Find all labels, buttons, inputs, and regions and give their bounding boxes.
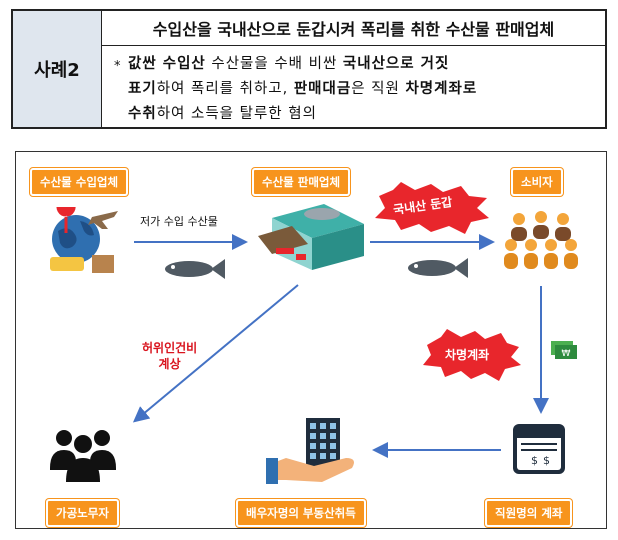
description-line: 값싼 수입산 수산물을 수배 비싼 국내산으로 거짓 xyxy=(128,52,595,77)
description-emphasis: 차명계좌로 xyxy=(405,81,478,97)
people-group-icon xyxy=(503,207,579,277)
burst-disguise: 국내산 둔갑 xyxy=(371,182,491,234)
money-icon: ₩ xyxy=(549,337,577,365)
note-fake-labor-line1: 허위인건비 xyxy=(142,341,198,355)
description-line: 표기하여 폭리를 취하고, 판매대금은 직원 차명계좌로 xyxy=(128,77,595,102)
node-realestate: 배우자명의 부동산취득 xyxy=(236,499,366,527)
note-cheap-import: 저가 수입 수산물 xyxy=(140,215,218,228)
description-emphasis: 판매대금 xyxy=(293,81,352,97)
workers-icon xyxy=(48,428,118,488)
fish-icon xyxy=(404,256,468,284)
description-emphasis: 표기 xyxy=(128,81,157,97)
note-fake-labor: 허위인건비 계상 xyxy=(142,340,197,372)
flow-diagram: 수산물 수입업체 수산물 판매업체 소비자 가공노무자 배우자명의 부동산취득 … xyxy=(15,151,607,529)
case-title: 수입산을 국내산으로 둔갑시켜 폭리를 취한 수산물 판매업체 xyxy=(102,11,605,46)
fish-icon xyxy=(161,257,225,285)
case-header: 사례2 수입산을 국내산으로 둔갑시켜 폭리를 취한 수산물 판매업체 * 값싼… xyxy=(11,9,607,129)
description-emphasis: 국내산으로 거짓 xyxy=(342,56,450,72)
description-text: 수산물을 수배 비싼 xyxy=(205,56,343,72)
svg-text:₩: ₩ xyxy=(562,349,571,359)
hand-building-icon xyxy=(266,414,362,492)
node-seller: 수산물 판매업체 xyxy=(252,168,351,196)
note-fake-labor-line2: 계상 xyxy=(158,357,181,371)
burst-borrowed-account: 차명계좌 xyxy=(421,329,521,381)
node-importer: 수산물 수입업체 xyxy=(30,168,129,196)
case-label: 사례2 xyxy=(13,11,102,127)
description-line: 수취하여 소득을 탈루한 혐의 xyxy=(128,102,595,127)
ledger-icon: $ $ xyxy=(509,420,569,482)
bullet-mark: * xyxy=(114,59,122,74)
globe-plane-icon xyxy=(44,197,126,283)
description-text: 은 직원 xyxy=(351,81,406,97)
description-text: 하여 소득을 탈루한 혐의 xyxy=(156,106,317,122)
arrow-seller-worker xyxy=(132,284,299,423)
node-consumer: 소비자 xyxy=(511,168,563,196)
store-icon xyxy=(252,198,368,278)
description-emphasis: 값싼 수입산 xyxy=(128,56,206,72)
node-worker: 가공노무자 xyxy=(46,499,119,527)
svg-text:$: $ xyxy=(543,454,550,467)
arrows-layer xyxy=(132,234,549,458)
node-account: 직원명의 계좌 xyxy=(485,499,573,527)
description-text: 하여 폭리를 취하고, xyxy=(156,81,294,97)
case-body: 수입산을 국내산으로 둔갑시켜 폭리를 취한 수산물 판매업체 * 값싼 수입산… xyxy=(102,11,605,127)
svg-text:$: $ xyxy=(531,454,538,467)
description-emphasis: 수취 xyxy=(128,106,157,122)
burst-borrowed-text: 차명계좌 xyxy=(445,348,490,362)
